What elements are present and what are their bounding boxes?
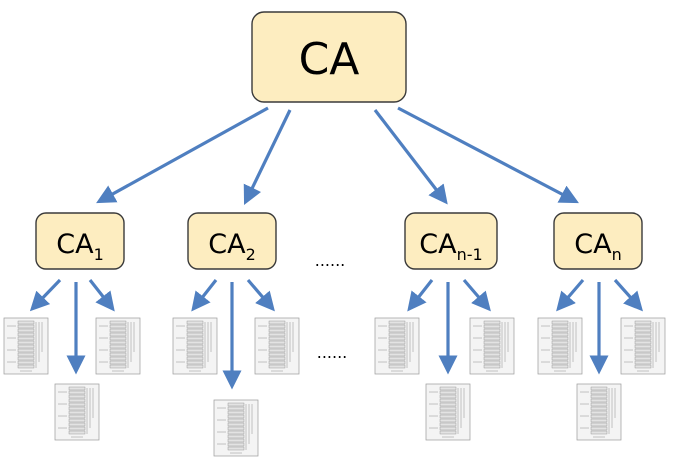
arrow-root-to-ca-n [397,106,579,204]
svg-text:CAn-1: CAn-1 [419,229,482,264]
certificate-icon [3,317,49,375]
cert-arrows-ca-n-1 [407,278,491,375]
ca-node-1-label: CA [56,229,94,260]
arrow-root-to-ca2 [243,109,292,206]
cert-arrows-ca2 [191,278,275,390]
certificate-icon [425,383,471,441]
arrow-root-to-ca-n-1 [373,109,448,205]
ca-node-n-1: CAn-1 [404,212,498,270]
ca-node-1: CA1 [35,212,125,270]
ca-node-n: CAn [553,212,643,270]
certificate-icon [537,317,583,375]
certificate-icon [374,317,420,375]
certificate-icon [254,317,300,375]
svg-text:CA2: CA2 [208,229,256,264]
certificate-icon [620,317,666,375]
ellipsis-cert-row: ...... [317,343,348,362]
ca-node-2-label: CA [208,229,246,260]
certificate-icon [172,317,218,375]
certificate-icon [95,317,141,375]
certificate-icon [54,383,100,441]
ca-node-2: CA2 [187,212,277,270]
svg-text:CAn: CAn [574,229,621,264]
root-ca-node: CA [251,11,407,103]
cert-arrows-ca-n [556,278,643,375]
ca-node-n-label: CA [574,229,612,260]
ca-node-n-1-label: CA [419,229,457,260]
ca-node-2-subscript: 2 [246,245,256,264]
root-ca-label: CA [299,34,360,85]
cert-arrows-ca1 [29,278,115,375]
arrow-root-to-ca1 [96,106,269,204]
ca-node-n-subscript: n [612,245,622,264]
certificate-icon [469,317,515,375]
certificate-icon [213,399,259,457]
ca-node-1-subscript: 1 [94,245,104,264]
svg-text:CA1: CA1 [56,229,104,264]
ellipsis-ca-row: ...... [315,251,346,270]
ca-node-n-1-subscript: n-1 [457,245,483,264]
certificate-icon [576,383,622,441]
